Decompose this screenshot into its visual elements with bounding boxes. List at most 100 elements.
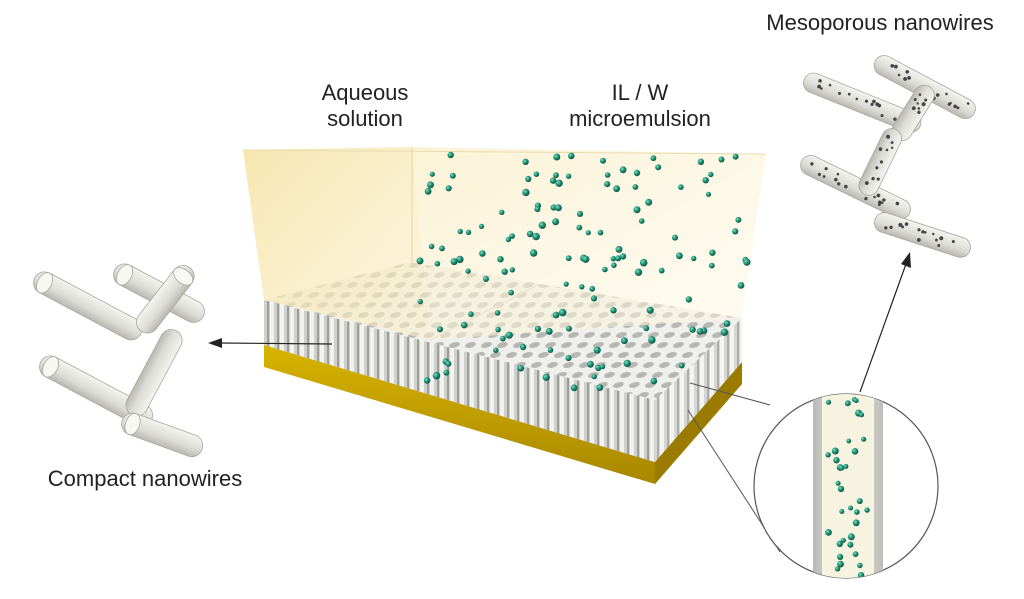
microemulsion-liquid-volume <box>412 147 766 340</box>
droplet <box>615 245 623 253</box>
droplet <box>610 256 616 262</box>
droplet <box>691 255 697 262</box>
pore-droplet <box>864 507 870 513</box>
pore-droplet <box>854 509 860 515</box>
droplet <box>443 369 450 376</box>
droplet <box>709 249 716 256</box>
droplet <box>552 218 560 226</box>
droplet <box>432 371 441 380</box>
pore-zoom-inset <box>687 382 939 579</box>
droplet <box>610 307 617 314</box>
droplet <box>565 255 572 262</box>
droplet <box>534 325 542 333</box>
pore-droplet <box>837 560 844 568</box>
droplet <box>697 158 705 165</box>
droplet <box>499 209 505 215</box>
droplet <box>576 224 583 231</box>
pore-droplet <box>836 540 843 547</box>
pore-droplet <box>847 533 855 541</box>
droplet <box>529 249 538 257</box>
pore-droplet <box>839 509 845 514</box>
droplet <box>650 377 658 385</box>
droplet <box>445 185 452 192</box>
droplet <box>676 252 683 260</box>
droplet <box>545 327 553 335</box>
pore-droplet <box>831 447 839 455</box>
droplet <box>600 157 606 164</box>
droplet <box>465 229 472 235</box>
droplet <box>705 191 712 197</box>
droplet <box>566 325 572 332</box>
droplet <box>585 230 591 236</box>
droplet <box>534 206 541 213</box>
pore-droplet <box>838 465 845 471</box>
droplet <box>576 210 584 217</box>
droplet <box>568 152 575 160</box>
droplet <box>505 331 513 339</box>
pore-droplet <box>851 448 859 455</box>
droplet <box>493 347 499 354</box>
droplet <box>554 204 562 212</box>
droplet <box>599 363 606 370</box>
pore-droplet <box>847 541 854 548</box>
droplet <box>604 172 611 178</box>
droplet <box>424 187 432 195</box>
arrow-to-compact <box>208 338 333 348</box>
droplet <box>632 184 639 190</box>
droplet <box>596 384 604 391</box>
pore-droplet <box>833 457 840 464</box>
droplet <box>450 258 458 266</box>
droplet <box>457 228 463 235</box>
droplet <box>645 198 653 206</box>
aqueous-solution-label: Aqueous solution <box>290 80 440 132</box>
pore-droplet <box>825 452 831 458</box>
droplet <box>638 218 645 224</box>
porous-rod <box>858 128 903 196</box>
droplet <box>436 326 444 333</box>
droplet <box>650 155 657 162</box>
droplet <box>416 257 424 265</box>
droplet <box>720 328 729 336</box>
pore-droplet <box>835 480 841 486</box>
porous-rod <box>800 154 911 220</box>
droplet <box>597 229 604 236</box>
aqueous-liquid-volume <box>243 147 430 340</box>
droplet <box>445 360 452 367</box>
droplet <box>522 188 530 197</box>
droplet <box>579 284 585 290</box>
pore-droplet <box>846 438 852 444</box>
microemulsion-droplets <box>416 151 751 392</box>
droplet <box>517 365 525 372</box>
compact-nanowires-label: Compact nanowires <box>47 466 243 491</box>
pore-droplet <box>843 463 849 469</box>
droplet <box>633 169 641 177</box>
pore-droplets <box>825 397 870 578</box>
droplet <box>478 223 485 229</box>
pore-droplet <box>837 553 844 561</box>
droplet <box>565 354 572 362</box>
droplet <box>483 276 489 282</box>
droplet <box>590 295 598 302</box>
droplet <box>732 153 739 160</box>
pore-droplet <box>844 400 851 407</box>
droplet <box>737 282 745 289</box>
pore-droplet <box>837 485 845 493</box>
droplet <box>708 262 715 269</box>
droplet <box>735 216 742 223</box>
droplet <box>505 236 512 243</box>
droplet <box>591 373 597 380</box>
droplet <box>532 232 540 241</box>
droplet <box>702 177 709 184</box>
porous-rod <box>803 72 922 133</box>
droplet <box>526 230 534 238</box>
droplet <box>427 181 434 189</box>
droplet <box>456 255 464 264</box>
gold-substrate-front <box>264 345 655 484</box>
droplet <box>429 171 435 177</box>
droplet <box>509 267 515 273</box>
droplet <box>553 153 561 161</box>
mesoporous-nanowires-label: Mesoporous nanowires <box>766 10 994 35</box>
droplet <box>602 266 608 273</box>
droplet <box>619 166 627 174</box>
